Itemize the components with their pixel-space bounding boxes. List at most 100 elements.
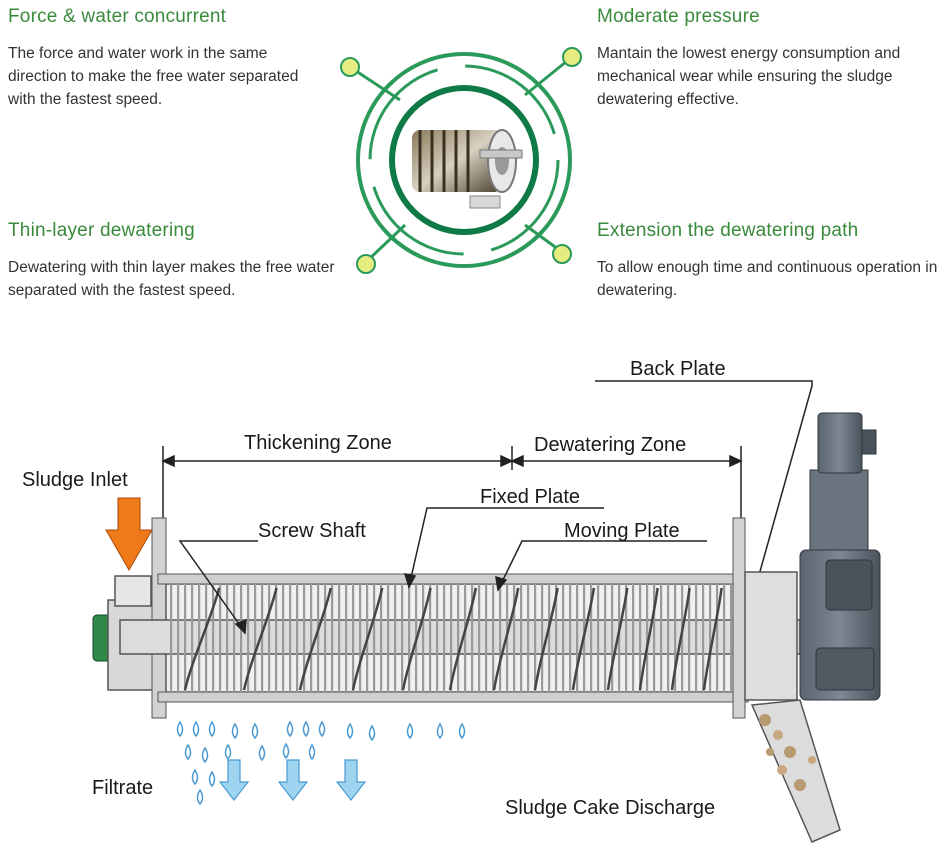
filter-plate (527, 584, 530, 692)
discharge-chute (750, 699, 841, 843)
node-dot (552, 244, 572, 264)
fixed-plate-label: Fixed Plate (480, 486, 581, 508)
filter-plate (275, 584, 278, 692)
filter-plate (716, 584, 719, 692)
filter-plate (289, 584, 292, 692)
filter-plate (212, 584, 215, 692)
screw-flights (183, 587, 723, 691)
node-dot (356, 254, 376, 274)
filter-plate (702, 584, 705, 692)
thickening-zone-label: Thickening Zone (244, 432, 392, 454)
filter-plate (373, 584, 376, 692)
filter-plate (387, 584, 390, 692)
feature-thin-layer: Thin-layer dewatering Dewatering with th… (8, 220, 348, 332)
filter-plate (667, 584, 670, 692)
screw-flight (670, 587, 691, 691)
feature-title: Force & water concurrent (8, 6, 227, 27)
screw-barrel (119, 573, 801, 703)
filter-plate (429, 584, 432, 692)
filter-plate (674, 584, 677, 692)
screw-flight (533, 587, 559, 691)
moving-plate-label: Moving Plate (564, 520, 680, 542)
filter-plate (408, 584, 411, 692)
filter-plate (254, 584, 257, 692)
screw-flight (492, 587, 520, 691)
filter-plate (282, 584, 285, 692)
dewatering-zone-label: Dewatering Zone (534, 434, 687, 456)
filter-plate (471, 584, 474, 692)
filter-plate (604, 584, 607, 692)
feature-extension-path: Extension the dewatering path To allow e… (597, 220, 943, 302)
emblem (340, 47, 582, 274)
filter-plate (352, 584, 355, 692)
filter-plate (492, 584, 495, 692)
zone-dimensions (161, 446, 743, 580)
filter-plate (688, 584, 691, 692)
screw-flight (448, 587, 478, 691)
filter-plate (576, 584, 579, 692)
filter-plate (534, 584, 537, 692)
screw-flight (183, 587, 221, 691)
feature-moderate-pressure: Moderate pressure Mantain the lowest ene… (597, 6, 943, 111)
filter-plate (618, 584, 621, 692)
filter-plate (730, 584, 733, 692)
filter-plate (268, 584, 271, 692)
feature-title: Extension the dewatering path (597, 220, 859, 241)
screw-flight (702, 587, 723, 691)
filter-plate (331, 584, 334, 692)
filter-plate (296, 584, 299, 692)
feature-text: To allow enough time and continuous oper… (597, 259, 938, 299)
filter-plate (191, 584, 194, 692)
filter-plate (464, 584, 467, 692)
filter-plate (569, 584, 572, 692)
filter-plate (170, 584, 173, 692)
filtrate-label: Filtrate (92, 777, 154, 799)
feature-force-water: Force & water concurrent The force and w… (8, 6, 328, 111)
filter-plate (625, 584, 628, 692)
feature-text: Mantain the lowest energy consumption an… (597, 45, 901, 108)
filter-plate (233, 584, 236, 692)
filter-plate (205, 584, 208, 692)
filter-plate (499, 584, 502, 692)
filter-plate (695, 584, 698, 692)
filtrate-drops (176, 720, 466, 806)
screw-flight (606, 587, 629, 691)
screw-flight (401, 587, 432, 691)
filter-plate (597, 584, 600, 692)
filter-plate (345, 584, 348, 692)
sludge-inlet-label: Sludge Inlet (22, 469, 128, 491)
filter-plate (562, 584, 565, 692)
connector-line (364, 223, 407, 264)
filter-plate (513, 584, 516, 692)
filter-plate (184, 584, 187, 692)
inlet-arrow (105, 497, 153, 572)
filter-plate (632, 584, 635, 692)
screw-flight (298, 587, 333, 691)
feature-text: The force and water work in the same dir… (8, 45, 299, 108)
filter-plate (548, 584, 551, 692)
outer-ring (356, 52, 572, 268)
filter-plate (723, 584, 726, 692)
screw-flight (638, 587, 659, 691)
screw-flight (242, 587, 278, 691)
filter-plate (422, 584, 425, 692)
filter-plate (485, 584, 488, 692)
filter-plate (660, 584, 663, 692)
filter-plate (590, 584, 593, 692)
sludge-cake-discharge-label: Sludge Cake Discharge (505, 797, 716, 819)
filter-plate (401, 584, 404, 692)
filter-plate (520, 584, 523, 692)
filter-plate (709, 584, 712, 692)
filter-plate (359, 584, 362, 692)
drive-unit (732, 412, 881, 719)
filter-plate (198, 584, 201, 692)
filter-plate (317, 584, 320, 692)
back-plate-leader (595, 380, 813, 601)
filter-plate (478, 584, 481, 692)
screw-flight (571, 587, 596, 691)
filter-plate (261, 584, 264, 692)
filter-plate (338, 584, 341, 692)
filter-plate (219, 584, 222, 692)
screw-flight (351, 587, 384, 691)
